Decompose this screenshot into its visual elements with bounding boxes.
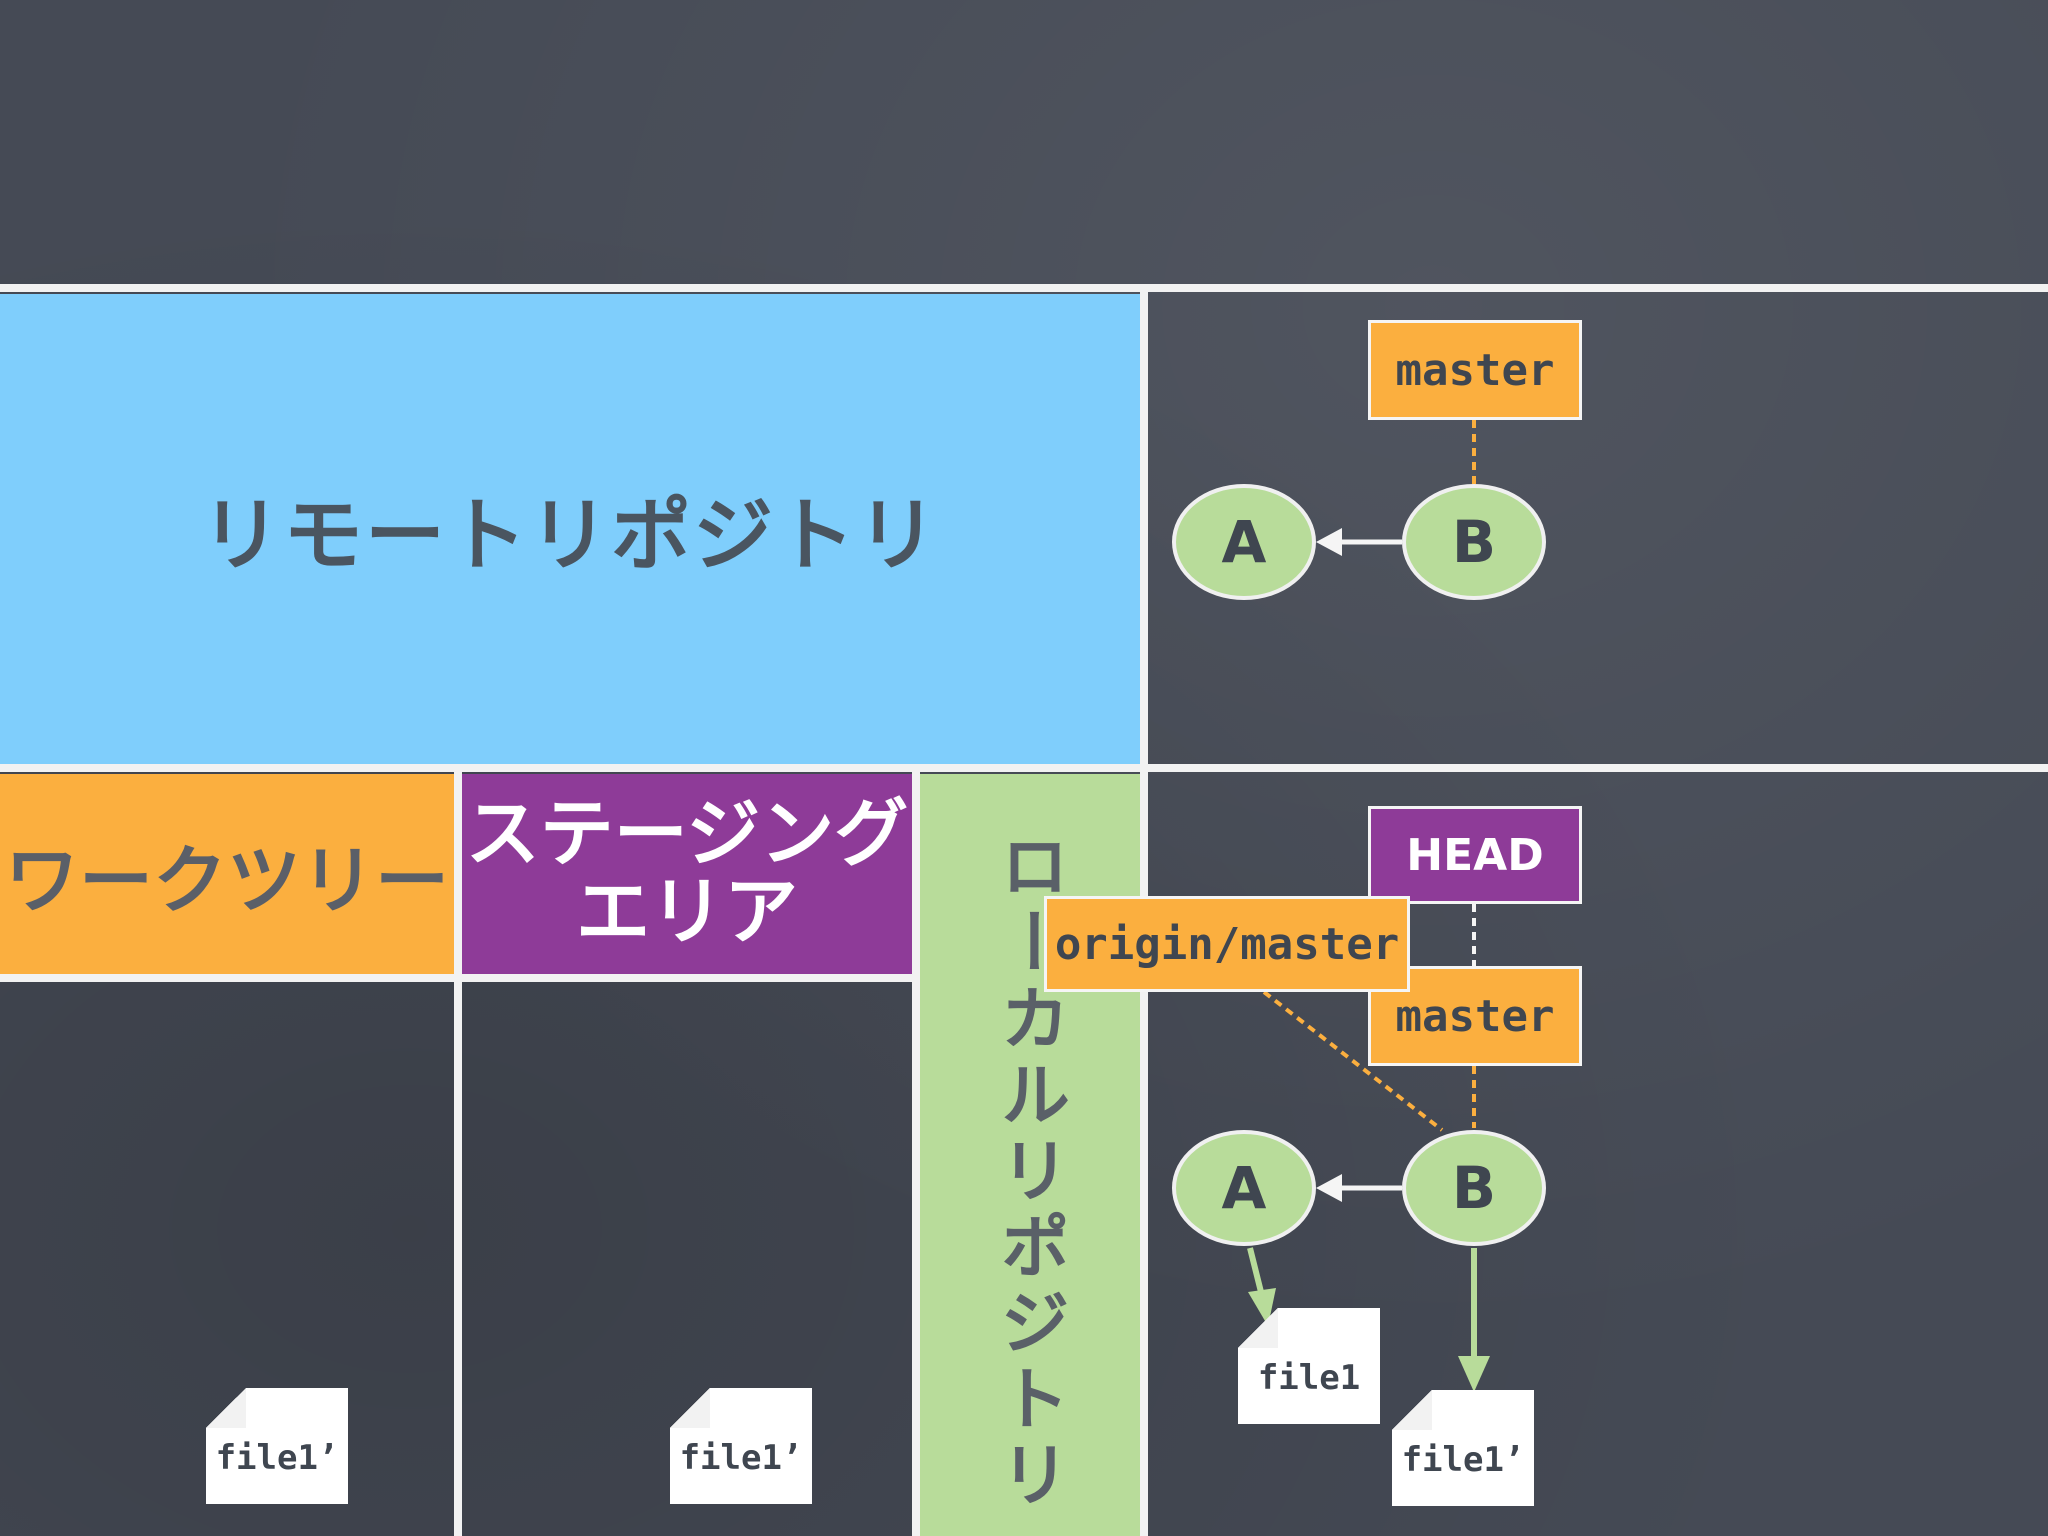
- remote-repository-panel: リモートリポジトリ: [0, 294, 1140, 764]
- staging-file-icon: file1’: [670, 1388, 812, 1504]
- divider-work-staging: [454, 772, 462, 1536]
- staging-file-label: file1’: [679, 1438, 803, 1478]
- remote-commit-a: A: [1172, 484, 1316, 600]
- staging-title-line2: エリア: [576, 869, 798, 955]
- local-file-a-icon: file1: [1238, 1308, 1380, 1424]
- remote-master-tag: master: [1368, 320, 1582, 420]
- local-file-b-label: file1’: [1401, 1440, 1525, 1480]
- local-file-a-label: file1: [1257, 1358, 1361, 1398]
- commit-a-file-arrow: [1247, 1247, 1265, 1297]
- head-tag: HEAD: [1368, 806, 1582, 904]
- local-commit-a: A: [1172, 1130, 1316, 1246]
- divider-middle: [0, 764, 2048, 772]
- remote-commit-b: B: [1402, 484, 1546, 600]
- divider-top: [0, 284, 2048, 292]
- work-tree-file-icon: file1’: [206, 1388, 348, 1504]
- origin-master-commit-link: [1262, 990, 1444, 1132]
- local-commit-b: B: [1402, 1130, 1546, 1246]
- work-tree-file-label: file1’: [215, 1438, 339, 1478]
- commit-b-file-arrowhead: [1458, 1356, 1490, 1392]
- local-arrowhead: [1316, 1174, 1342, 1202]
- remote-arrowhead: [1316, 528, 1342, 556]
- work-tree-title: ワークツリー: [5, 837, 449, 924]
- local-file-b-icon: file1’: [1392, 1390, 1534, 1506]
- local-master-tag: master: [1368, 966, 1582, 1066]
- remote-repository-title: リモートリポジトリ: [201, 489, 939, 582]
- staging-title-line1: ステージング: [465, 791, 909, 878]
- origin-master-tag: origin/master: [1044, 896, 1410, 992]
- divider-staging-local: [912, 772, 920, 1536]
- work-tree-header: ワークツリー: [0, 774, 454, 974]
- staging-area-header: ステージング エリア: [462, 774, 912, 974]
